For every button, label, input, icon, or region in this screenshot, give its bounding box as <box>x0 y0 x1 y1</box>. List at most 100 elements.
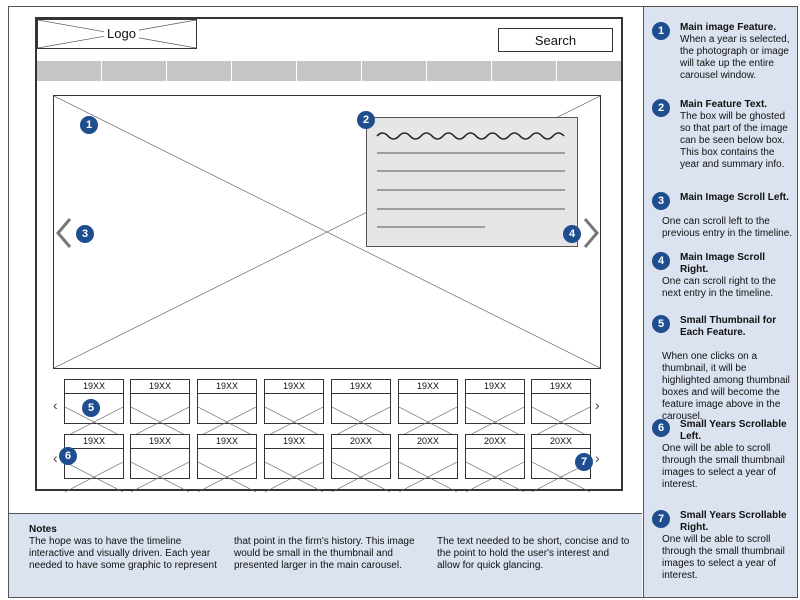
notes-title: Notes <box>29 524 57 535</box>
legend-title: Main image Feature. <box>680 22 777 33</box>
thumbnails-row1-right-chevron-icon[interactable]: › <box>595 397 600 413</box>
legend-text: One can scroll right to the next entry i… <box>662 276 776 299</box>
legend-title: Main Feature Text. <box>680 99 768 110</box>
nav-item[interactable] <box>362 61 427 81</box>
nav-item[interactable] <box>167 61 232 81</box>
thumbnail-image <box>532 393 590 437</box>
callout-badge-7: 7 <box>575 453 593 471</box>
thumbnail[interactable]: 19XX <box>531 379 591 437</box>
legend-title: Main Image Scroll Left. <box>680 192 789 203</box>
thumbnail-image <box>198 393 256 437</box>
thumbnail-year: 19XX <box>215 381 239 391</box>
notes-column-1: The hope was to have the timeline intera… <box>29 536 217 571</box>
legend-text: When one clicks on a thumbnail, it will … <box>662 351 790 422</box>
thumbnail[interactable]: 19XX <box>197 434 257 492</box>
feature-text-lines <box>376 132 565 228</box>
thumbnail[interactable]: 19XX <box>398 379 458 437</box>
thumbnail[interactable]: 19XX <box>197 379 257 437</box>
callout-badge-4: 4 <box>563 225 581 243</box>
thumbnail-year: 19XX <box>82 381 106 391</box>
thumbnail-image <box>198 448 256 492</box>
thumbnail[interactable]: 19XX <box>264 379 324 437</box>
page-border <box>8 6 798 598</box>
nav-item[interactable] <box>232 61 297 81</box>
legend-badge: 1 <box>652 22 670 40</box>
thumbnail[interactable]: 20XX <box>398 434 458 492</box>
thumbnail[interactable]: 19XX <box>264 434 324 492</box>
nav-bar <box>37 61 621 81</box>
legend-badge: 4 <box>652 252 670 270</box>
legend-badge: 7 <box>652 510 670 528</box>
callout-badge-1: 1 <box>80 116 98 134</box>
nav-item[interactable] <box>492 61 557 81</box>
legend-title: Small Years Scrollable Left. <box>680 419 787 442</box>
thumbnail-image <box>265 448 323 492</box>
legend-badge: 5 <box>652 315 670 333</box>
thumbnail-year: 19XX <box>282 381 306 391</box>
legend-text: One will be able to scroll through the s… <box>662 443 785 490</box>
thumbnail-image <box>399 393 457 437</box>
notes-column-2: that point in the firm's history. This i… <box>234 536 415 571</box>
nav-item[interactable] <box>297 61 362 81</box>
legend-badge: 3 <box>652 192 670 210</box>
thumbnail-year: 20XX <box>349 436 373 446</box>
thumbnail-image <box>399 448 457 492</box>
legend-badge: 2 <box>652 99 670 117</box>
thumbnail-year: 19XX <box>483 381 507 391</box>
thumbnail[interactable]: 19XX <box>331 379 391 437</box>
thumbnail-year: 20XX <box>549 436 573 446</box>
callout-badge-6: 6 <box>59 447 77 465</box>
thumbnail-image <box>332 393 390 437</box>
thumbnails-row1-left-chevron-icon[interactable]: ‹ <box>53 397 58 413</box>
carousel-scroll-right-chevron-icon[interactable] <box>582 216 600 256</box>
legend-text: When a year is selected, the photograph … <box>680 34 790 81</box>
nav-item[interactable] <box>102 61 167 81</box>
thumbnail-year: 19XX <box>148 381 172 391</box>
thumbnail-year: 19XX <box>349 381 373 391</box>
thumbnail-year: 19XX <box>148 436 172 446</box>
notes-panel: Notes The hope was to have the timeline … <box>9 513 642 597</box>
thumbnail[interactable]: 19XX <box>130 434 190 492</box>
thumbnail-image <box>131 448 189 492</box>
callout-badge-3: 3 <box>76 225 94 243</box>
thumbnail[interactable]: 19XX <box>64 379 124 437</box>
logo-label: Logo <box>104 26 139 41</box>
search-input[interactable]: Search <box>498 28 613 52</box>
callout-badge-2: 2 <box>357 111 375 129</box>
legend-title: Small Years Scrollable Right. <box>680 510 787 533</box>
legend-text: The box will be ghosted so that part of … <box>680 111 788 170</box>
thumbnail[interactable]: 20XX <box>331 434 391 492</box>
thumbnail-year: 20XX <box>483 436 507 446</box>
legend-badge: 6 <box>652 419 670 437</box>
legend-text: One will be able to scroll through the s… <box>662 534 785 581</box>
thumbnail-year: 19XX <box>215 436 239 446</box>
callout-badge-5: 5 <box>82 399 100 417</box>
thumbnail-image <box>466 393 524 437</box>
nav-item[interactable] <box>427 61 492 81</box>
nav-item[interactable] <box>37 61 102 81</box>
carousel-scroll-left-chevron-icon[interactable] <box>55 216 73 256</box>
thumbnail-year: 19XX <box>549 381 573 391</box>
thumbnail-year: 19XX <box>82 436 106 446</box>
thumbnail-year: 20XX <box>416 436 440 446</box>
thumbnails-row2-left-chevron-icon[interactable]: ‹ <box>53 450 58 466</box>
legend-text: One can scroll left to the previous entr… <box>662 216 793 239</box>
thumbnail-image <box>332 448 390 492</box>
thumbnail[interactable]: 20XX <box>465 434 525 492</box>
legend-panel: 1 Main image Feature. When a year is sel… <box>643 7 797 597</box>
thumbnail-year: 19XX <box>282 436 306 446</box>
nav-item[interactable] <box>557 61 621 81</box>
thumbnail[interactable]: 19XX <box>465 379 525 437</box>
thumbnail-image <box>466 448 524 492</box>
notes-column-3: The text needed to be short, concise and… <box>437 536 630 571</box>
legend-title: Main Image Scroll Right. <box>680 252 766 275</box>
thumbnail[interactable]: 19XX <box>130 379 190 437</box>
thumbnails-row2-right-chevron-icon[interactable]: › <box>595 450 600 466</box>
thumbnail-image <box>131 393 189 437</box>
thumbnail-year: 19XX <box>416 381 440 391</box>
thumbnail-image <box>265 393 323 437</box>
thumbnail-image <box>65 393 123 437</box>
thumbnail-image <box>65 448 123 492</box>
main-feature-text-box <box>366 117 578 247</box>
